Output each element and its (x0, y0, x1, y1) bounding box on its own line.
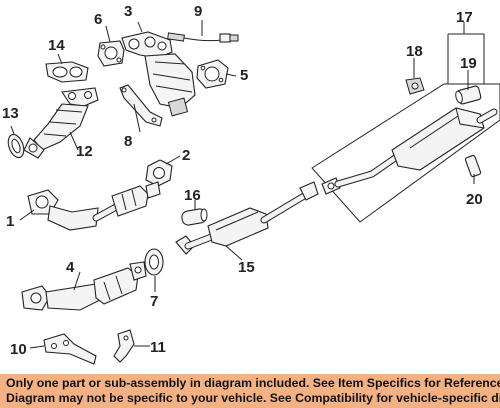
part-17-muffler-assembly (311, 83, 500, 223)
part-11-bracket (113, 329, 135, 363)
callout-1: 1 (6, 213, 14, 230)
part-1-front-pipe (27, 181, 161, 231)
part-9-oxygen-sensor (167, 32, 239, 43)
callout-14: 14 (48, 37, 65, 54)
callout-15: 15 (238, 259, 255, 276)
part-14-gasket (45, 61, 89, 83)
callout-10: 10 (10, 341, 27, 358)
part-7-gasket (144, 248, 164, 276)
disclaimer-line-2: Diagram may not be specific to your vehi… (6, 391, 500, 405)
part-5-gasket (196, 59, 229, 89)
disclaimer-banner: Only one part or sub-assembly in diagram… (0, 374, 500, 408)
callout-11: 11 (150, 339, 166, 356)
callout-19: 19 (460, 55, 477, 72)
part-16-hanger (181, 208, 208, 226)
callout-6: 6 (94, 11, 102, 28)
callout-20: 20 (466, 191, 483, 208)
callout-8: 8 (124, 133, 132, 150)
callout-2: 2 (182, 147, 190, 164)
part-8-bracket (119, 84, 163, 127)
exhaust-parts-diagram: 1 2 3 4 5 6 7 8 9 10 11 12 13 14 15 16 1… (2, 3, 500, 365)
callout-4: 4 (66, 259, 75, 276)
callout-16: 16 (184, 187, 201, 204)
part-3-manifold-converter (121, 31, 196, 117)
disclaimer-line-1: Only one part or sub-assembly in diagram… (6, 376, 500, 390)
callout-3: 3 (124, 3, 132, 20)
part-2-gasket (145, 159, 173, 187)
callout-13: 13 (2, 105, 19, 122)
part-20-tail-pipe (464, 154, 482, 178)
part-4-catalytic-converter (21, 261, 147, 311)
part-19-exhaust-tip (455, 85, 482, 105)
part-13-gasket (7, 133, 25, 159)
leader-lines (10, 20, 485, 349)
callout-7: 7 (150, 293, 158, 310)
callout-12: 12 (76, 143, 93, 160)
callout-5: 5 (240, 67, 248, 84)
part-18-hanger (405, 77, 425, 95)
part-10-bracket (43, 333, 97, 365)
part-12-catalytic-converter (23, 87, 99, 159)
part-6-gasket (97, 40, 125, 67)
callout-9: 9 (194, 3, 202, 20)
callout-17: 17 (456, 9, 473, 26)
callout-18: 18 (406, 43, 423, 60)
part-15-center-pipe (175, 181, 319, 255)
